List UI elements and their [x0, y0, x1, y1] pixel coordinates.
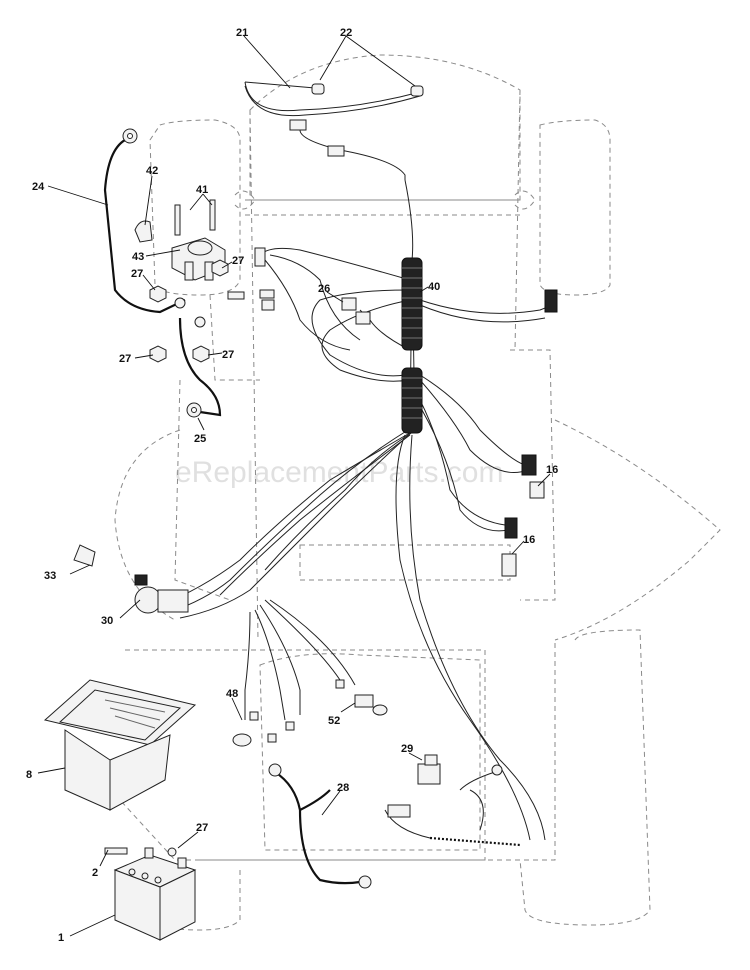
ignition-switch [134, 574, 189, 614]
callout-40: 40 [428, 281, 440, 293]
callout-27-d: 27 [222, 349, 234, 361]
callout-27-c: 27 [119, 353, 131, 365]
callout-33: 33 [44, 570, 56, 582]
callout-27-a: 27 [131, 268, 143, 280]
headlight-bulb [311, 83, 424, 97]
callout-24: 24 [32, 181, 45, 193]
callout-26: 26 [318, 283, 330, 295]
headlight-harness [244, 81, 421, 180]
ignition-key [73, 544, 96, 567]
connector-26 [341, 297, 371, 325]
light-socket-48 [232, 711, 295, 747]
relay-module [417, 754, 441, 785]
watermark: eReplacementParts.com [175, 456, 503, 489]
battery-box [43, 679, 197, 811]
callout-27-b: 27 [232, 255, 244, 267]
seat-switch-connector [544, 289, 558, 313]
harness-loom-40 [401, 257, 423, 434]
cable-25 [178, 317, 222, 418]
connector-plug [289, 119, 307, 131]
callout-22: 22 [340, 27, 352, 39]
callout-8: 8 [26, 769, 32, 781]
callout-16-b: 16 [523, 534, 535, 546]
callout-28: 28 [337, 782, 349, 794]
leader-lines [37, 35, 551, 937]
coiled-lead [384, 764, 521, 847]
main-harness [159, 179, 556, 841]
cable-24 [103, 128, 186, 314]
callout-16-a: 16 [546, 464, 558, 476]
connector-52 [335, 679, 388, 716]
mounting-bolt [174, 199, 216, 236]
hex-nut [149, 259, 229, 363]
battery-bolt [104, 847, 177, 857]
callout-27-e: 27 [196, 822, 208, 834]
battery [113, 847, 197, 941]
safety-switch [501, 454, 545, 577]
callout-43: 43 [132, 251, 144, 263]
callout-52: 52 [328, 715, 340, 727]
callout-41: 41 [196, 184, 208, 196]
callout-48: 48 [226, 688, 238, 700]
callout-2: 2 [92, 867, 98, 879]
callout-1: 1 [58, 932, 64, 944]
fuse-holder [227, 247, 275, 311]
callout-30: 30 [101, 615, 113, 627]
cable-28 [268, 763, 372, 889]
terminal-boot [134, 220, 153, 243]
callout-21: 21 [236, 27, 248, 39]
chassis-outline [114, 54, 721, 931]
callout-labels: 21 22 24 42 41 43 27 27 27 27 26 40 25 1… [26, 27, 558, 944]
callout-42: 42 [146, 165, 158, 177]
callout-25: 25 [194, 433, 206, 445]
callout-29: 29 [401, 743, 413, 755]
